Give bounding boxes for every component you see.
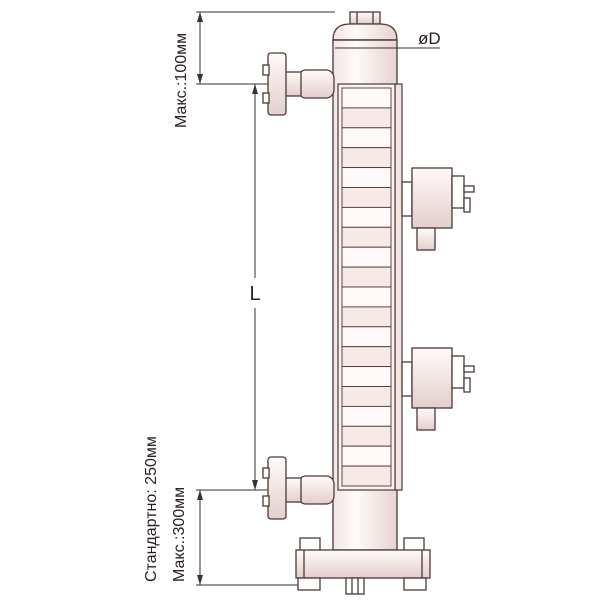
indicator-flap xyxy=(341,386,392,407)
lower-port-pipe xyxy=(297,475,335,505)
lower-bolt xyxy=(262,495,270,507)
indicator-flaps xyxy=(341,87,392,487)
indicator-flap xyxy=(341,465,392,487)
bottom-standard-label: Стандартно: 250мм xyxy=(143,436,160,582)
upper-bolt xyxy=(262,92,270,104)
limit-switch-upper xyxy=(401,167,475,251)
indicator-flap xyxy=(341,405,392,427)
indicator-flap xyxy=(341,346,392,368)
indicator-flap xyxy=(341,87,392,109)
indicator-flap xyxy=(341,266,392,288)
switch-pin xyxy=(463,197,471,213)
arrow-icon xyxy=(252,84,258,94)
arrow-icon xyxy=(197,575,203,585)
upper-port xyxy=(262,52,335,116)
indicator-flap xyxy=(341,187,392,208)
indicator-rail xyxy=(337,83,403,491)
indicator-flap xyxy=(341,445,392,467)
switch-terminal xyxy=(451,175,465,209)
diameter-label: øD xyxy=(418,29,441,48)
upper-bolt xyxy=(262,64,270,76)
arrow-icon xyxy=(252,480,258,490)
indicator-flap xyxy=(341,246,392,268)
top-max-label: Макс.:100мм xyxy=(173,33,190,128)
length-label-bg xyxy=(244,278,266,308)
flange-nut xyxy=(297,577,321,591)
upper-port-pipe xyxy=(297,69,335,99)
switch-cable-gland xyxy=(416,227,436,251)
upper-port-neck xyxy=(284,71,302,97)
limit-switch-lower xyxy=(401,347,475,431)
indicator-flap xyxy=(341,366,392,387)
indicator-flap xyxy=(341,286,392,308)
lower-bolt xyxy=(262,467,270,479)
arrow-icon xyxy=(197,74,203,84)
flange-plate xyxy=(295,549,431,579)
switch-pin xyxy=(463,365,475,373)
upper-port-flange xyxy=(267,52,287,116)
switch-housing xyxy=(411,347,453,409)
switch-cable-gland xyxy=(416,407,436,431)
indicator-flap xyxy=(341,167,392,188)
bottom-flange xyxy=(295,537,431,595)
indicator-flap xyxy=(341,147,392,169)
drain-plug xyxy=(345,577,365,595)
indicator-flap xyxy=(341,127,392,149)
vent-plug xyxy=(349,11,381,25)
arrow-icon xyxy=(197,12,203,22)
lower-port-flange xyxy=(267,456,287,520)
switch-clamp xyxy=(401,181,413,217)
indicator-flap xyxy=(341,326,392,348)
switch-pin xyxy=(463,377,471,393)
indicator-flap xyxy=(341,226,392,248)
switch-terminal xyxy=(451,355,465,389)
switch-pin xyxy=(463,185,475,193)
switch-clamp xyxy=(401,361,413,397)
length-label: L xyxy=(249,283,260,305)
flange-nut xyxy=(403,577,427,591)
lower-port-neck xyxy=(284,477,302,503)
lower-port xyxy=(262,456,335,520)
rail-right-strip xyxy=(394,83,403,491)
top-cap xyxy=(332,23,398,41)
arrow-icon xyxy=(197,490,203,500)
indicator-flap xyxy=(341,206,392,228)
indicator-flap xyxy=(341,306,392,328)
indicator-flap xyxy=(341,107,392,129)
bottom-max-label: Макс.:300мм xyxy=(171,487,188,582)
indicator-flap xyxy=(341,425,392,447)
switch-housing xyxy=(411,167,453,229)
